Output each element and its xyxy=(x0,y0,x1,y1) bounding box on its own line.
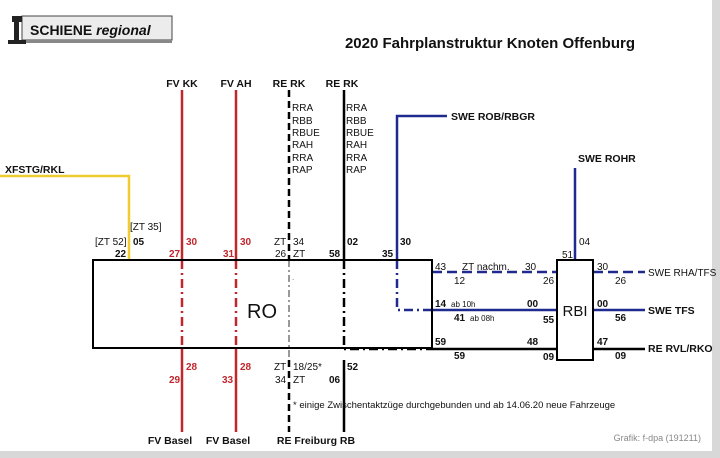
time: 02 xyxy=(347,237,359,248)
time: 31 xyxy=(223,249,235,260)
station-list-1: RRA RBB RBUE RAH RRA RAP xyxy=(292,103,320,176)
node-rbi xyxy=(556,259,594,361)
station: RAH xyxy=(292,140,313,151)
time: 59 xyxy=(435,337,447,348)
logo: SCHIENE regional xyxy=(8,15,173,44)
station: RRA xyxy=(292,103,313,114)
time: 33 xyxy=(222,375,234,386)
frame-right xyxy=(712,0,720,458)
page-title: 2020 Fahrplanstruktur Knoten Offenburg xyxy=(345,35,635,52)
node-rbi-label: RBI xyxy=(562,303,587,320)
node-ro xyxy=(92,259,433,349)
station: RRA xyxy=(292,153,313,164)
time: 12 xyxy=(454,276,466,287)
svg-text:SCHIENE regional: SCHIENE regional xyxy=(30,22,152,38)
time: 04 xyxy=(579,237,591,248)
time: ZT xyxy=(293,375,305,386)
time: ab 08h xyxy=(470,314,494,323)
line-swe-rob xyxy=(395,114,645,312)
times-top: [ZT 35] [ZT 52] 05 22 30 27 30 31 ZT 34 … xyxy=(95,222,591,261)
line-xfstg xyxy=(0,174,131,260)
time: 27 xyxy=(169,249,181,260)
label-swe-tfs: SWE TFS xyxy=(648,305,695,317)
time: ZT xyxy=(274,362,286,373)
label-fv-basel-1: FV Basel xyxy=(148,435,192,447)
label-fv-ah: FV AH xyxy=(220,78,251,90)
time: [ZT 35] xyxy=(130,222,162,233)
time: 41 xyxy=(454,313,466,324)
time: 22 xyxy=(115,249,127,260)
time: 14 xyxy=(435,299,447,310)
time: 34 xyxy=(275,375,287,386)
time: 30 xyxy=(240,237,252,248)
label-re-rk-1: RE RK xyxy=(273,78,306,90)
time: 30 xyxy=(525,262,537,273)
times-mid: 43 ZT nachm. 30 12 26 14 ab 10h 00 41 ab… xyxy=(435,262,627,363)
station: RBB xyxy=(346,116,367,127)
rail-icon xyxy=(12,16,22,40)
time: ZT nachm. xyxy=(462,262,510,273)
time: ZT xyxy=(293,249,305,260)
time: 26 xyxy=(615,276,627,287)
time: 18/25* xyxy=(293,362,322,373)
time: 00 xyxy=(527,299,539,310)
dot-mark: . xyxy=(292,273,294,282)
time: 52 xyxy=(347,362,359,373)
station: RRA xyxy=(346,103,367,114)
time: 48 xyxy=(527,337,539,348)
station: RBB xyxy=(292,116,313,127)
time: 26 xyxy=(543,276,555,287)
time: 43 xyxy=(435,262,447,273)
time: 55 xyxy=(543,315,555,326)
time: 30 xyxy=(186,237,198,248)
label-re-rvl: RE RVL/RKO xyxy=(648,343,713,355)
time: ZT xyxy=(274,237,286,248)
station: RAP xyxy=(346,165,367,176)
time: 09 xyxy=(615,351,627,362)
label-re-freiburg: RE Freiburg RB xyxy=(277,435,356,447)
label-re-rk-2: RE RK xyxy=(326,78,359,90)
footnote: * einige Zwischentaktzüge durchgebunden … xyxy=(293,400,615,411)
time: 59 xyxy=(454,351,466,362)
time: 26 xyxy=(275,249,287,260)
label-xfstg: XFSTG/RKL xyxy=(5,164,65,176)
label-swe-rob: SWE ROB/RBGR xyxy=(451,111,535,123)
time: 28 xyxy=(240,362,252,373)
label-fv-basel-2: FV Basel xyxy=(206,435,250,447)
node-ro-label: RO xyxy=(247,301,277,323)
credit: Grafik: f-dpa (191211) xyxy=(614,433,701,443)
station: RAP xyxy=(292,165,313,176)
label-swe-rohr: SWE ROHR xyxy=(578,153,636,165)
time: 34 xyxy=(293,237,305,248)
time: 47 xyxy=(597,337,609,348)
frame-bottom xyxy=(0,451,720,458)
time: 00 xyxy=(597,299,609,310)
station: RRA xyxy=(346,153,367,164)
time: 30 xyxy=(400,237,412,248)
time: 28 xyxy=(186,362,198,373)
time: 51 xyxy=(562,250,574,261)
time: ab 10h xyxy=(451,300,475,309)
time: 56 xyxy=(615,313,627,324)
time: 35 xyxy=(382,249,394,260)
times-bottom: 28 29 28 33 ZT 18/25* 34 ZT 52 06 xyxy=(169,362,359,386)
label-swe-rha: SWE RHA/TFS xyxy=(648,268,717,279)
time: 29 xyxy=(169,375,181,386)
time: 06 xyxy=(329,375,341,386)
station: RBUE xyxy=(346,128,374,139)
station-list-2: RRA RBB RBUE RAH RRA RAP xyxy=(346,103,374,176)
time: 58 xyxy=(329,249,341,260)
time: [ZT 52] xyxy=(95,237,127,248)
station: RBUE xyxy=(292,128,320,139)
time: 05 xyxy=(133,237,145,248)
label-fv-kk: FV KK xyxy=(166,78,198,90)
station: RAH xyxy=(346,140,367,151)
time: 30 xyxy=(597,262,609,273)
time: 09 xyxy=(543,352,555,363)
